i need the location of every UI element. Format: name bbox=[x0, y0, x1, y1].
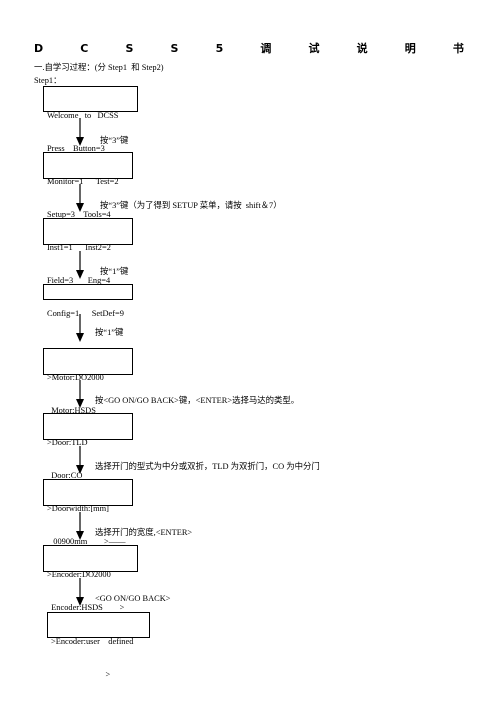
title-char: 明 bbox=[404, 42, 416, 55]
title-char: S bbox=[125, 41, 134, 55]
lcd-line: Door:CO bbox=[47, 471, 83, 480]
document-title: D C S S 5 调 试 说 明 书 bbox=[34, 40, 464, 56]
title-char: C bbox=[80, 41, 89, 55]
title-char: 5 bbox=[215, 41, 224, 55]
title-char: 试 bbox=[308, 42, 320, 55]
instruction-text: 按<GO ON/GO BACK>键，<ENTER>选择马达的类型。 bbox=[95, 396, 300, 405]
down-arrow-icon bbox=[75, 578, 85, 606]
down-arrow-icon bbox=[75, 314, 85, 342]
lcd-screen-encoder: >Encoder:DO2000 Encoder:HSDS > bbox=[43, 545, 138, 612]
instruction-text: 按“1”键 bbox=[100, 267, 129, 276]
lcd-line: > bbox=[51, 670, 111, 679]
down-arrow-icon bbox=[75, 380, 85, 408]
down-arrow-icon bbox=[75, 251, 85, 279]
instruction-text: <GO ON/GO BACK> bbox=[95, 594, 171, 603]
lcd-line: Welcome to DCSS bbox=[47, 111, 119, 120]
lcd-line: >Encoder:user defined bbox=[51, 637, 134, 646]
title-char: 书 bbox=[452, 42, 464, 55]
lcd-line: Press Button=3 bbox=[47, 144, 105, 153]
lcd-screen-main-menu: Monitor=1 Test=2 Setup=3 Tools=4 bbox=[43, 152, 133, 219]
lcd-screen-welcome: Welcome to DCSS Press Button=3 bbox=[43, 86, 138, 153]
lcd-screen-motor: >Motor:DO2000 Motor:HSDS bbox=[43, 348, 133, 415]
intro-text: 一.自学习过程：(分 Step1 和 Step2) bbox=[34, 63, 164, 72]
instruction-text: 按“3”键（为了得到 SETUP 菜单，请按 shift＆7） bbox=[100, 201, 282, 210]
lcd-line: 00900mm >—— bbox=[47, 537, 126, 546]
lcd-line: >Door:TLD bbox=[47, 438, 88, 447]
title-char: D bbox=[34, 41, 44, 55]
title-char: S bbox=[170, 41, 179, 55]
down-arrow-icon bbox=[75, 184, 85, 212]
lcd-screen-door: >Door:TLD Door:CO bbox=[43, 413, 133, 480]
lcd-line: Config=1 SetDef=9 bbox=[47, 309, 124, 318]
lcd-line: Field=3 Eng=4 bbox=[47, 276, 111, 285]
lcd-line: Inst1=1 Inst2=2 bbox=[47, 243, 111, 252]
title-char: 说 bbox=[356, 42, 368, 55]
lcd-screen-setup-menu: Inst1=1 Inst2=2 Field=3 Eng=4 bbox=[43, 218, 133, 285]
lcd-screen-door-width: >Doorwidth:[mm] 00900mm >—— bbox=[43, 479, 133, 546]
title-char: 调 bbox=[260, 42, 272, 55]
lcd-line: Encoder:HSDS > bbox=[47, 603, 125, 612]
lcd-line: Setup=3 Tools=4 bbox=[47, 210, 111, 219]
down-arrow-icon bbox=[75, 446, 85, 474]
lcd-screen-encoder-user-defined: >Encoder:user defined > bbox=[47, 612, 150, 679]
instruction-text: 按“1”键 bbox=[95, 328, 124, 337]
lcd-screen-inst1-menu: Config=1 SetDef=9 bbox=[43, 284, 133, 318]
lcd-line: Monitor=1 Test=2 bbox=[47, 177, 119, 186]
instruction-text: 选择开门的宽度,<ENTER> bbox=[95, 528, 193, 537]
lcd-line: >Motor:DO2000 bbox=[47, 373, 104, 382]
instruction-text: 按“3”键 bbox=[100, 136, 129, 145]
step-label: Step1： bbox=[34, 76, 62, 85]
lcd-line: Motor:HSDS bbox=[47, 406, 96, 415]
down-arrow-icon bbox=[75, 118, 85, 146]
lcd-line: >Encoder:DO2000 bbox=[47, 570, 111, 579]
lcd-line: >Doorwidth:[mm] bbox=[47, 504, 109, 513]
down-arrow-icon bbox=[75, 512, 85, 540]
instruction-text: 选择开门的型式为中分或双折，TLD 为双折门，CO 为中分门 bbox=[95, 462, 320, 471]
